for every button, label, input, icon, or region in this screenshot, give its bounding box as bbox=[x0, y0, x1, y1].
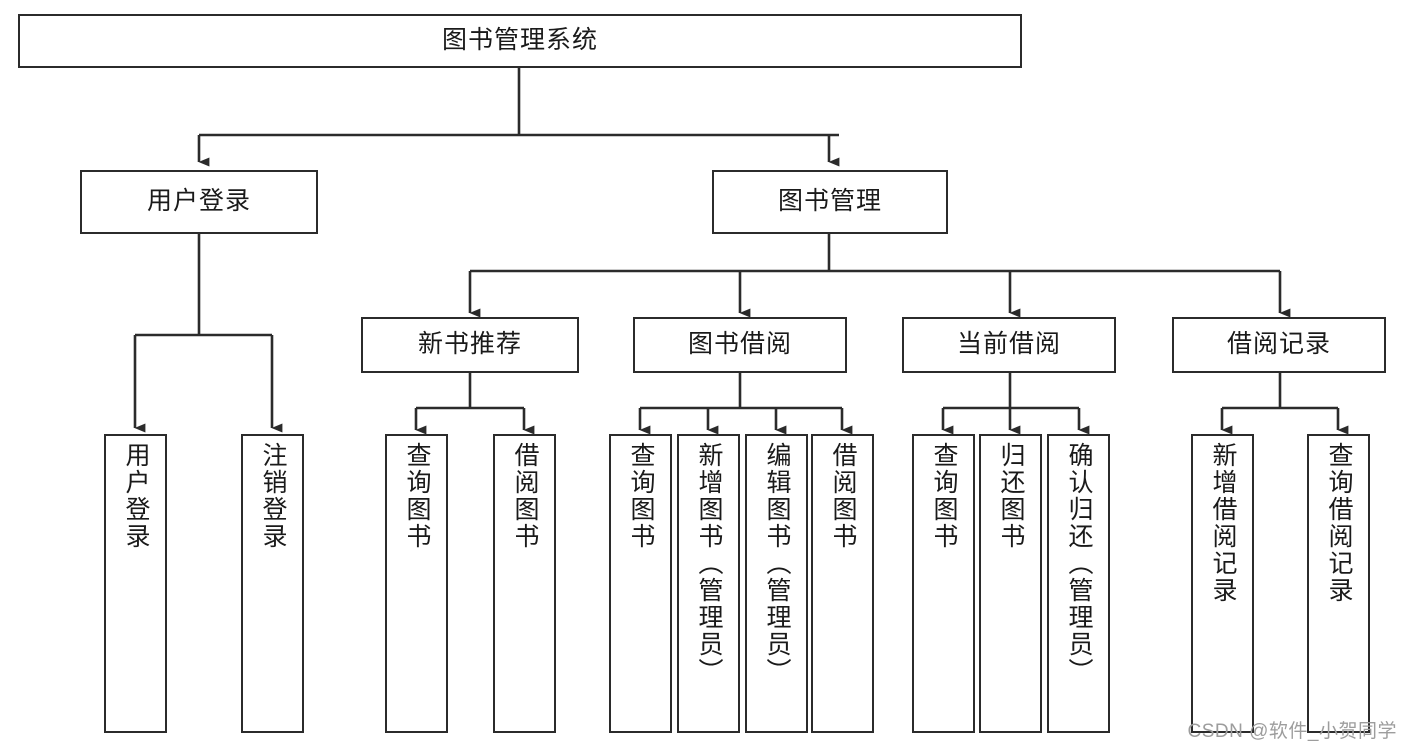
node-leaf-add-borrow-record[interactable]: 新增借阅记录 bbox=[1191, 434, 1254, 733]
node-leaf-query-book-recommend[interactable]: 查询图书 bbox=[385, 434, 448, 733]
node-new-book-recommend[interactable]: 新书推荐 bbox=[361, 317, 579, 373]
node-label: 查询图书 bbox=[930, 442, 958, 550]
node-leaf-logout-login[interactable]: 注销登录 bbox=[241, 434, 304, 733]
node-label: 借阅记录 bbox=[1226, 330, 1331, 359]
node-label: 查询借阅记录 bbox=[1325, 442, 1353, 604]
node-leaf-borrow-book[interactable]: 借阅图书 bbox=[811, 434, 874, 733]
node-label: 图书借阅 bbox=[687, 330, 792, 359]
node-borrow-record[interactable]: 借阅记录 bbox=[1172, 317, 1386, 373]
node-label: 用户登录 bbox=[122, 442, 150, 550]
node-user-login[interactable]: 用户登录 bbox=[80, 170, 318, 234]
node-book-management[interactable]: 图书管理 bbox=[712, 170, 948, 234]
node-label: 借阅图书 bbox=[511, 442, 539, 550]
node-label: 图书管理系统 bbox=[441, 26, 598, 55]
node-leaf-user-login[interactable]: 用户登录 bbox=[104, 434, 167, 733]
node-label: 注销登录 bbox=[259, 442, 287, 550]
node-label: 查询图书 bbox=[403, 442, 431, 550]
node-book-borrow[interactable]: 图书借阅 bbox=[633, 317, 847, 373]
node-label: 新增借阅记录 bbox=[1209, 442, 1237, 604]
node-label: 借阅图书 bbox=[829, 442, 857, 550]
node-label: 新增图书（管理员） bbox=[695, 442, 723, 685]
node-leaf-add-book[interactable]: 新增图书（管理员） bbox=[677, 434, 740, 733]
node-leaf-edit-book[interactable]: 编辑图书（管理员） bbox=[745, 434, 808, 733]
node-label: 归还图书 bbox=[997, 442, 1025, 550]
node-leaf-query-borrow-record[interactable]: 查询借阅记录 bbox=[1307, 434, 1370, 733]
node-leaf-borrow-book-recommend[interactable]: 借阅图书 bbox=[493, 434, 556, 733]
node-label: 查询图书 bbox=[627, 442, 655, 550]
node-label: 新书推荐 bbox=[417, 330, 522, 359]
node-label: 确认归还（管理员） bbox=[1065, 442, 1093, 685]
node-leaf-confirm-return[interactable]: 确认归还（管理员） bbox=[1047, 434, 1110, 733]
node-leaf-query-book-borrow[interactable]: 查询图书 bbox=[609, 434, 672, 733]
node-leaf-query-book-current[interactable]: 查询图书 bbox=[912, 434, 975, 733]
node-leaf-return-book[interactable]: 归还图书 bbox=[979, 434, 1042, 733]
node-label: 编辑图书（管理员） bbox=[763, 442, 791, 685]
node-root-book-management-system[interactable]: 图书管理系统 bbox=[18, 14, 1022, 68]
node-label: 用户登录 bbox=[146, 187, 251, 216]
node-current-borrow[interactable]: 当前借阅 bbox=[902, 317, 1116, 373]
node-label: 当前借阅 bbox=[956, 330, 1061, 359]
node-label: 图书管理 bbox=[777, 187, 882, 216]
